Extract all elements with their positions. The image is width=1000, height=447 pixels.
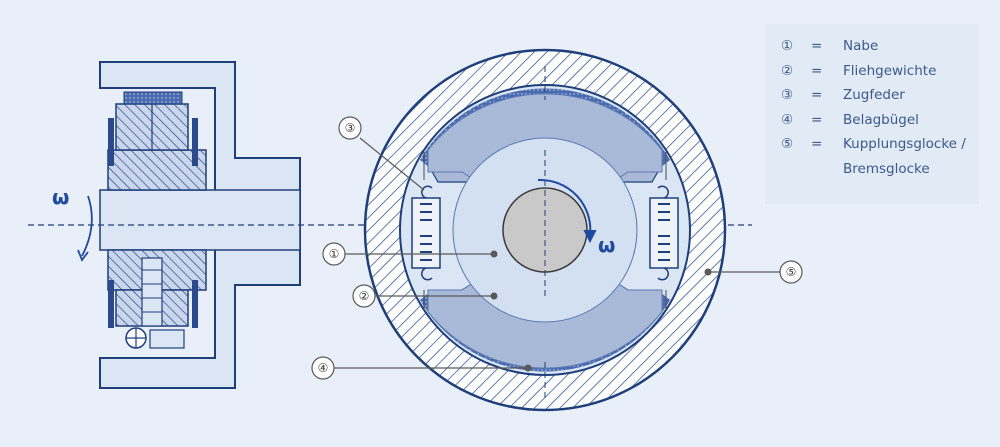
legend-text: Bremsglocke <box>843 160 930 177</box>
legend-row: ① = Nabe <box>781 38 979 63</box>
rotation-arrow-right <box>537 178 592 237</box>
legend-row: ④ = Belagbügel <box>781 112 979 137</box>
callout-4: ④ <box>311 356 532 380</box>
callout-4-label: ④ <box>318 361 329 375</box>
callout-5-label: ⑤ <box>786 265 797 279</box>
legend-box: ① = Nabe ② = Fliehgewichte ③ = Zugfeder … <box>765 24 979 204</box>
callout-2-label: ② <box>359 289 370 303</box>
callout-2: ② <box>352 284 498 308</box>
hub-upper <box>107 149 207 191</box>
callout-3: ③ <box>338 116 425 191</box>
legend-text: Nabe <box>843 38 879 54</box>
legend-text: Belagbügel <box>843 111 919 128</box>
legend-num: ③ <box>781 87 794 103</box>
legend-eq: = <box>811 62 823 79</box>
hub-bore <box>99 189 301 251</box>
spring-right <box>649 185 679 281</box>
legend-eq: = <box>811 38 823 54</box>
legend-row: ③ = Zugfeder <box>781 87 979 112</box>
lining-upper <box>123 91 183 105</box>
legend-num: ⑤ <box>781 136 794 152</box>
callout-1-label: ① <box>329 247 340 261</box>
legend-num: ④ <box>781 111 794 128</box>
legend-text: Zugfeder <box>843 87 905 103</box>
omega-left-label: ω <box>52 185 69 209</box>
spring-left <box>411 185 441 281</box>
omega-right-label: ω <box>598 233 615 257</box>
rotation-arrow-left <box>81 195 93 257</box>
legend-text: Kupplungsglocke / <box>843 136 966 152</box>
legend-eq: = <box>811 111 823 128</box>
front-view: ω <box>363 48 727 412</box>
legend-eq: = <box>811 136 823 152</box>
legend-text: Fliehgewichte <box>843 62 937 79</box>
legend-num: ① <box>781 38 794 54</box>
legend-num: ② <box>781 62 794 79</box>
callout-3-label: ③ <box>345 121 356 135</box>
legend-row: Bremsglocke <box>781 161 979 186</box>
legend-row: ② = Fliehgewichte <box>781 63 979 88</box>
callout-1: ① <box>322 242 498 266</box>
callout-5: ⑤ <box>704 260 803 284</box>
legend-row: ⑤ = Kupplungsglocke / <box>781 136 979 161</box>
legend-eq: = <box>811 87 823 103</box>
